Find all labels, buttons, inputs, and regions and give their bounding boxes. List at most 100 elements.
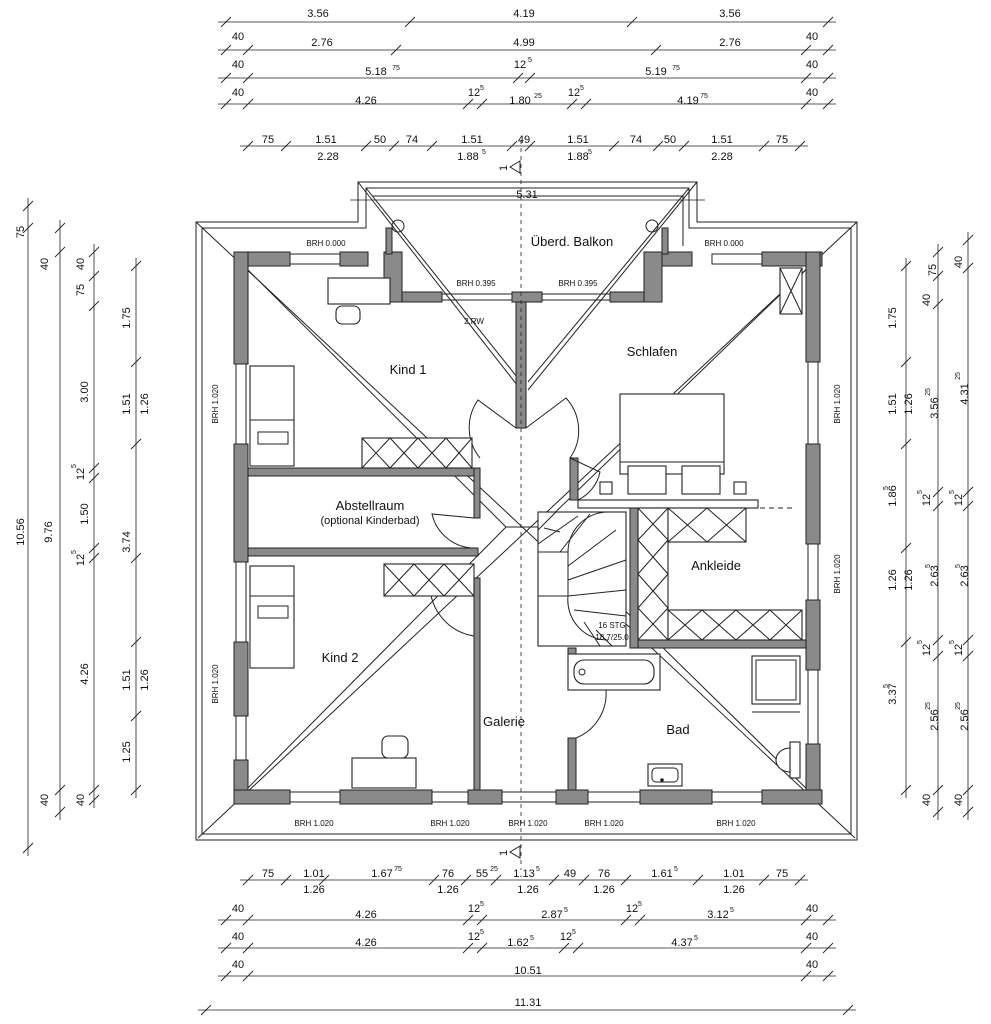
dim-bottom-row3-tick	[462, 942, 474, 954]
dim-left-row4-tick	[130, 636, 142, 648]
dim-right-row2-tick	[932, 246, 944, 258]
dim-bottom-row2-tick	[634, 914, 646, 926]
dim-left-text: 1.51	[121, 669, 133, 690]
dim-top-row2-tick	[242, 44, 254, 56]
dim-bottom-text: 1.67	[371, 868, 392, 880]
room-kind2: Kind 2	[322, 650, 359, 665]
dim-bottom-text: 4.37	[671, 937, 692, 949]
dim-right-row2-tick	[932, 784, 944, 796]
room-ankleide: Ankleide	[691, 558, 741, 573]
dim-left-row2-tick	[54, 222, 66, 234]
dim-top-text: 75	[262, 134, 274, 146]
dim-right-text: 25	[925, 388, 932, 396]
dim-top-row5-tick	[794, 140, 806, 152]
dim-bottom-text: 5	[730, 907, 734, 914]
dim-bottom-text: 76	[442, 868, 454, 880]
dim-right-row3-tick	[962, 784, 974, 796]
dim-bottom-row2-tick	[800, 914, 812, 926]
dim-bottom-text: 49	[564, 868, 576, 880]
dim-top-text: 50	[664, 134, 676, 146]
dim-bottom-row2-tick	[220, 914, 232, 926]
dim-top-text: 1.88	[457, 151, 478, 163]
dim-right-row1-tick	[900, 438, 912, 450]
dim-right-row1-tick	[900, 260, 912, 272]
dim-top-text: 4.19	[677, 95, 698, 107]
dim-right-text: 12	[921, 644, 933, 656]
dim-left-text: 4.26	[79, 663, 91, 684]
dim-bottom-text: 5	[564, 907, 568, 914]
dim-bottom-text: 40	[232, 903, 244, 915]
furniture	[249, 219, 803, 789]
dim-right-text: 1.51	[887, 393, 899, 414]
closet-ankleide	[637, 507, 803, 641]
dim-top-text: 75	[392, 65, 400, 72]
dim-right-text: 5	[917, 640, 924, 644]
dim-right-text: 5	[955, 564, 962, 568]
dim-bottom-text: 40	[806, 931, 818, 943]
dim-left-text: 1.50	[79, 503, 91, 524]
brh-bottom-3: BRH 1.020	[508, 819, 548, 828]
dim-top-row1-tick	[822, 16, 834, 28]
dim-top-text: 5	[482, 149, 486, 156]
dim-bottom-row1-tick	[318, 874, 330, 886]
dim-top-text: 74	[630, 134, 642, 146]
dim-top-text: 5.19	[645, 66, 666, 78]
dim-bottom-row1-tick	[620, 874, 632, 886]
dim-bottom-text: 3.12	[707, 909, 728, 921]
dim-right-text: 1.86	[887, 485, 899, 506]
dim-left-row3-tick	[88, 300, 100, 312]
dim-top-text: 40	[232, 87, 244, 99]
dim-top-text: 1.88	[567, 151, 588, 163]
dim-bottom-row5-tick	[842, 1004, 854, 1016]
brh-balcony-left: BRH 0.395	[456, 279, 496, 288]
dim-top-text: 1.80	[509, 95, 530, 107]
dim-bottom-text: 5	[638, 901, 642, 908]
dim-right-text: 2.56	[959, 709, 971, 730]
dim-bottom-text: 1.13	[513, 868, 534, 880]
dim-right-text: 5	[925, 564, 932, 568]
dim-left-row4-tick	[130, 260, 142, 272]
dim-top-text: 4.26	[355, 95, 376, 107]
dim-right-row3-tick	[962, 500, 974, 512]
dim-top-row1-tick	[220, 16, 232, 28]
dim-bottom-row3-tick	[572, 942, 584, 954]
dim-top-row3-tick	[512, 72, 524, 84]
dim-top-text: 5	[480, 85, 484, 92]
dim-left-row3-tick	[88, 542, 100, 554]
dim-bottom-text: 40	[232, 959, 244, 971]
brh-left-top: BRH 1.020	[211, 384, 220, 424]
dim-bottom-row3-tick	[800, 942, 812, 954]
dim-left-text: 75	[15, 226, 27, 238]
dimension-lines	[22, 16, 974, 1016]
roof-outline	[195, 181, 858, 841]
dim-bottom-text: 11.31	[515, 997, 542, 1009]
dim-right-text: 75	[927, 264, 939, 276]
dim-top-row5-tick	[758, 140, 770, 152]
dim-top-text: 2.76	[719, 37, 740, 49]
dim-top-text: 75	[672, 65, 680, 72]
walls	[233, 227, 823, 805]
dim-left-text: 75	[75, 284, 87, 296]
dim-bottom-row1-tick	[758, 874, 770, 886]
dim-left-text: 5	[71, 550, 78, 554]
dim-bottom-text: 76	[598, 868, 610, 880]
dim-top-row5-tick	[652, 140, 664, 152]
brh-balcony-right: BRH 0.395	[558, 279, 598, 288]
dim-top-row1-tick	[404, 16, 416, 28]
dim-left-row1-tick	[22, 222, 34, 234]
dim-right-row1-tick	[900, 784, 912, 796]
dim-top-text: 40	[232, 31, 244, 43]
dim-bottom-text: 5	[572, 929, 576, 936]
dim-top-text: 50	[374, 134, 386, 146]
dim-top-text: 75	[700, 93, 708, 100]
room-balkon: Überd. Balkon	[531, 234, 613, 249]
dim-top-row4-tick	[800, 98, 812, 110]
dim-bottom-text: 1.26	[723, 884, 744, 896]
section-label-bottom: 1	[498, 850, 510, 856]
dim-right-text: 2.63	[959, 565, 971, 586]
dim-left-row2-tick	[54, 784, 66, 796]
dim-bottom-row3-tick	[822, 942, 834, 954]
dim-bottom-text: 12	[560, 931, 572, 943]
dim-top-row2-tick	[822, 44, 834, 56]
